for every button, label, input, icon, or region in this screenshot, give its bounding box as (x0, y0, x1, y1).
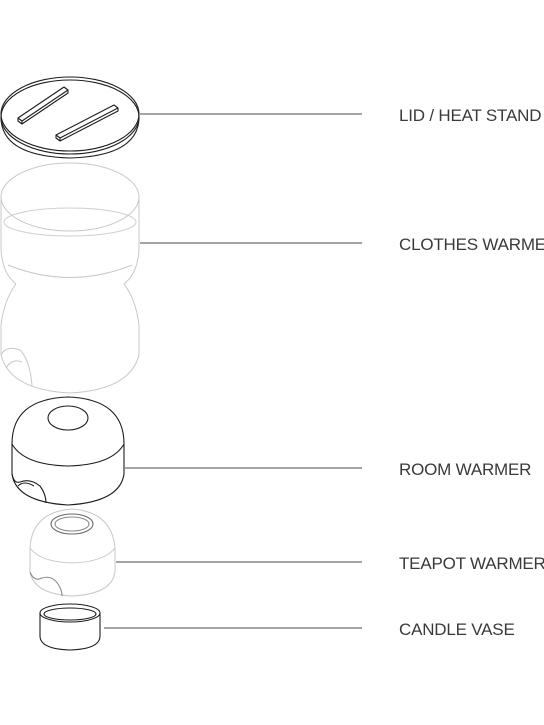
label-clothes-warmer: CLOTHES WARMER (399, 235, 544, 254)
label-teapot-warmer: TEAPOT WARMER (399, 554, 544, 573)
teapot-warmer-drawing (29, 508, 116, 597)
label-lid-heat-stand: LID / HEAT STAND (399, 106, 542, 125)
label-candle-vase: CANDLE VASE (399, 620, 515, 639)
lid-bar-upper (17, 86, 69, 125)
candle-vase-drawing (39, 603, 101, 651)
lid-bar-lower (55, 104, 119, 142)
label-room-warmer: ROOM WARMER (399, 460, 532, 479)
clothes-warmer-drawing (0, 162, 140, 394)
lid-heat-stand-drawing (0, 76, 140, 159)
room-warmer-drawing (11, 396, 125, 506)
